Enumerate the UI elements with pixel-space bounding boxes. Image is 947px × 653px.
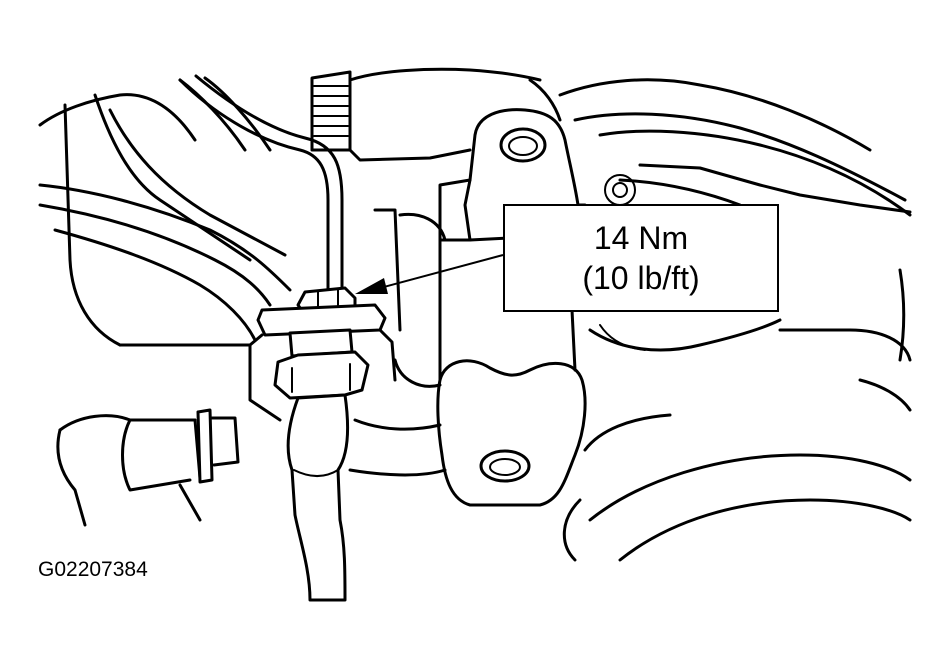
- misc-contours-center: [348, 208, 447, 477]
- sensor-assembly: [248, 286, 397, 422]
- torque-imperial-label: (10 lb/ft): [582, 260, 700, 296]
- torque-metric-label: 14 Nm: [593, 220, 689, 256]
- callout-leader-arrow: [355, 254, 504, 294]
- sensor-cable: [286, 393, 350, 602]
- lower-left-hose: [56, 408, 240, 527]
- lower-right-housing: [562, 413, 912, 562]
- figure-id: G02207384: [38, 558, 148, 581]
- torque-callout: 14 Nm (10 lb/ft): [503, 204, 779, 312]
- mounting-bracket-lower: [436, 238, 587, 507]
- ribbed-cylinder: [310, 67, 562, 162]
- sensor-wire: [178, 74, 344, 292]
- engine-block-left-contours: [38, 76, 292, 347]
- engine-block-right-contours: [558, 78, 912, 412]
